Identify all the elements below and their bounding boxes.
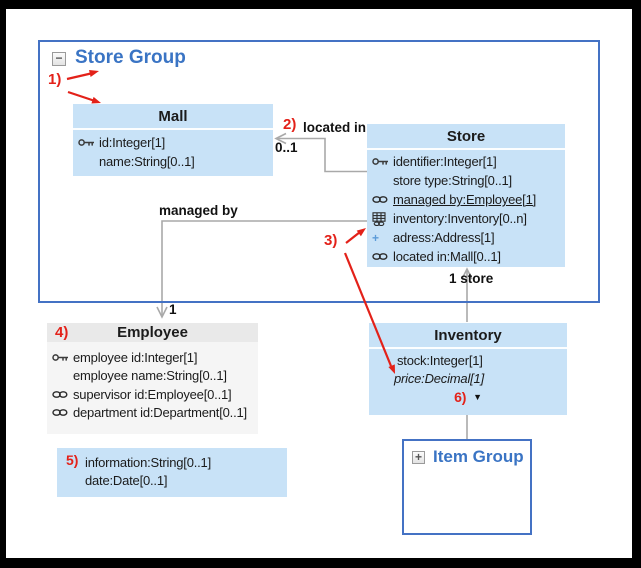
- store-group-container: − Store Group: [38, 40, 600, 303]
- key-icon: [78, 137, 99, 148]
- annotation-1: 1): [48, 71, 62, 88]
- attribute-text: store type:String[0..1]: [393, 173, 512, 188]
- key-icon: [52, 352, 73, 363]
- edge-label-located-in: located in: [303, 120, 367, 135]
- edge-managed-by[interactable]: [161, 220, 367, 316]
- annotation-arrow-3a: [345, 231, 361, 244]
- attribute-row[interactable]: date:Date[0..1]: [57, 472, 287, 490]
- annotation-arrow-1a: [66, 71, 94, 81]
- edge-label-managed-by: managed by: [159, 203, 238, 218]
- attribute-row[interactable]: employee name:String[0..1]: [47, 367, 258, 386]
- attribute-row[interactable]: inventory:Inventory[0..n]: [367, 209, 565, 228]
- info-box[interactable]: 5) information:String[0..1] date:Date[0.…: [57, 448, 287, 497]
- class-mall-title: Mall: [73, 104, 273, 130]
- class-employee-title: Employee: [117, 324, 188, 341]
- class-mall[interactable]: Mall id:Integer[1] name:String[0..1]: [73, 104, 273, 176]
- annotation-6: 6): [454, 389, 467, 405]
- multiplicity-located-in: 0..1: [275, 140, 298, 155]
- collapse-icon[interactable]: −: [52, 52, 66, 66]
- attribute-text: adress:Address[1]: [393, 230, 495, 245]
- attribute-text: supervisor id:Employee[0..1]: [73, 386, 232, 402]
- attribute-text: department id:Department[0..1]: [73, 405, 247, 421]
- attribute-row[interactable]: price:Decimal[1]: [369, 369, 567, 387]
- attribute-text: id:Integer[1]: [99, 135, 166, 150]
- attribute-row[interactable]: + adress:Address[1]: [367, 228, 565, 247]
- frame-border: [632, 0, 641, 568]
- link-icon: [52, 408, 73, 417]
- attribute-row[interactable]: supervisor id:Employee[0..1]: [47, 385, 258, 404]
- attribute-row[interactable]: located in:Mall[0..1]: [367, 247, 565, 266]
- attribute-text: managed by:Employee[1]: [393, 192, 537, 207]
- down-triangle-icon[interactable]: ▼: [473, 391, 482, 402]
- class-employee[interactable]: 4) Employee employee id:Integer[1] emplo…: [47, 323, 258, 434]
- attribute-row[interactable]: identifier:Integer[1]: [367, 152, 565, 171]
- attribute-text: employee name:String[0..1]: [73, 368, 227, 384]
- attribute-text: located in:Mall[0..1]: [393, 249, 501, 264]
- annotation-arrow-3b: [343, 252, 393, 367]
- class-store-title: Store: [367, 124, 565, 150]
- link-icon: [372, 252, 393, 261]
- attribute-text: employee id:Integer[1]: [73, 349, 198, 365]
- frame-border: [0, 0, 641, 9]
- key-icon: [372, 156, 393, 167]
- item-group-title[interactable]: Item Group: [433, 447, 524, 466]
- plus-icon: +: [372, 230, 379, 245]
- attribute-row[interactable]: managed by:Employee[1]: [367, 190, 565, 209]
- link-icon: [372, 195, 393, 204]
- edge-located-in[interactable]: [276, 137, 367, 173]
- annotation-5: 5): [66, 452, 79, 468]
- multiplicity-managed-by: 1: [169, 302, 177, 317]
- attribute-text: price:Decimal[1]: [394, 370, 484, 386]
- class-inventory[interactable]: Inventory stock:Integer[1] price:Decimal…: [369, 323, 567, 415]
- link-icon: [52, 390, 73, 399]
- attribute-text: stock:Integer[1]: [397, 352, 483, 368]
- item-group-container: + Item Group: [402, 439, 532, 535]
- annotation-4: 4): [55, 324, 69, 341]
- store-group-title[interactable]: Store Group: [75, 47, 186, 68]
- class-store[interactable]: Store identifier:Integer[1] store type:S…: [367, 124, 565, 267]
- frame-border: [0, 558, 641, 568]
- attribute-row[interactable]: id:Integer[1]: [73, 133, 273, 152]
- inventory-dropdown-row[interactable]: 6) ▼: [369, 387, 567, 407]
- expand-icon[interactable]: +: [412, 451, 425, 464]
- attribute-text: identifier:Integer[1]: [393, 154, 497, 169]
- attribute-row[interactable]: store type:String[0..1]: [367, 171, 565, 190]
- annotation-2: 2): [283, 116, 297, 133]
- attribute-row[interactable]: stock:Integer[1]: [369, 351, 567, 369]
- attribute-row[interactable]: information:String[0..1]: [57, 454, 287, 472]
- edge-label-store-inventory: 1 store: [449, 271, 494, 286]
- attribute-text: name:String[0..1]: [99, 154, 195, 169]
- attribute-row[interactable]: name:String[0..1]: [73, 152, 273, 171]
- frame-border: [0, 0, 6, 568]
- attribute-text: date:Date[0..1]: [85, 472, 168, 488]
- class-inventory-title: Inventory: [369, 323, 567, 349]
- attribute-row[interactable]: employee id:Integer[1]: [47, 348, 258, 367]
- table-icon: [372, 211, 393, 226]
- annotation-3: 3): [324, 232, 338, 249]
- attribute-row[interactable]: department id:Department[0..1]: [47, 404, 258, 423]
- annotation-arrow-1b: [67, 90, 96, 103]
- attribute-text: inventory:Inventory[0..n]: [393, 211, 527, 226]
- attribute-text: information:String[0..1]: [85, 455, 211, 471]
- class-employee-header: 4) Employee: [47, 323, 258, 342]
